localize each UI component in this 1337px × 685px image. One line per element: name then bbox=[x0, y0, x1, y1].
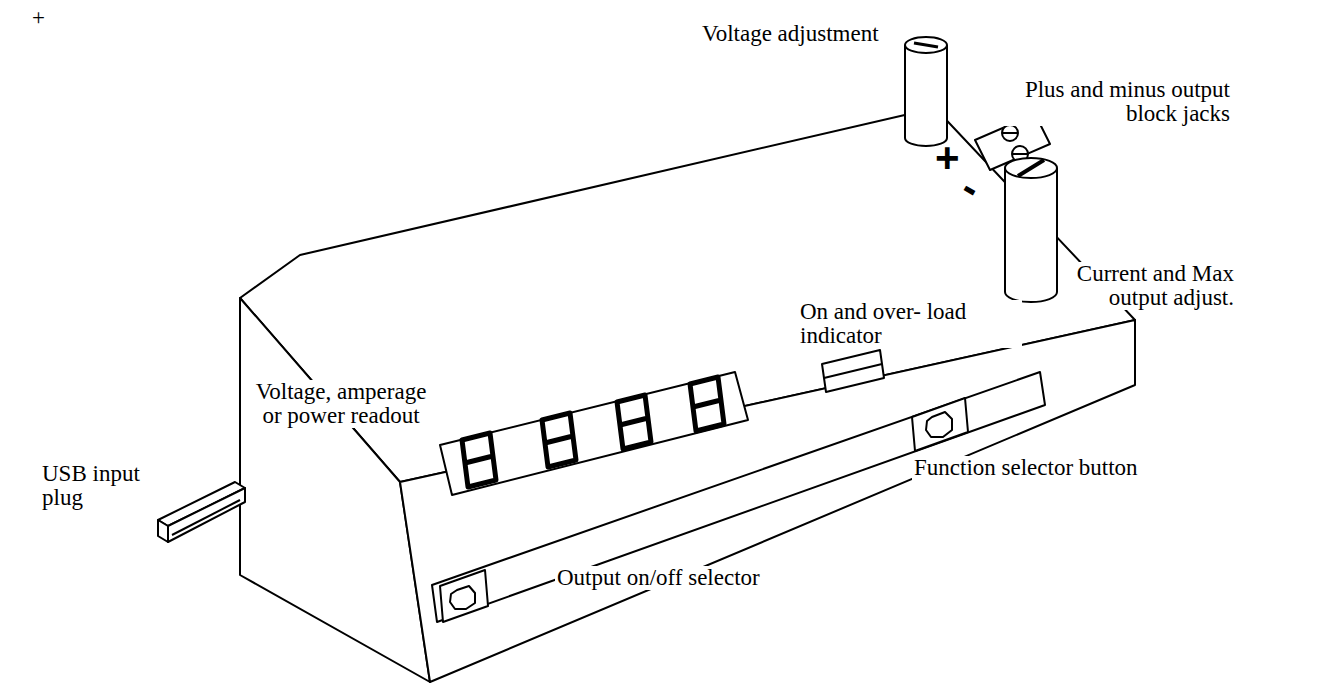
function-button-frame bbox=[912, 398, 968, 451]
output-button-frame bbox=[440, 570, 488, 622]
callout-label: Voltage adjustment bbox=[700, 22, 881, 46]
plus-jack-cross bbox=[1003, 132, 1017, 134]
usb-plug-front bbox=[168, 488, 245, 542]
housing-front bbox=[400, 320, 1135, 682]
function-button bbox=[926, 412, 952, 437]
output-button bbox=[450, 586, 475, 609]
current-knob-top bbox=[1005, 158, 1057, 178]
seven-segment-digits bbox=[462, 377, 724, 487]
polarity-mark: + bbox=[933, 136, 962, 180]
voltage-knob-slot bbox=[914, 43, 938, 47]
callout-label: On and over- load indicator bbox=[798, 300, 1022, 348]
voltage-knob-body bbox=[905, 45, 947, 146]
button-strip bbox=[432, 372, 1045, 622]
minus-jack-cross bbox=[1013, 153, 1027, 155]
callout-label: Function selector button bbox=[912, 456, 1140, 480]
usb-plug-line bbox=[172, 500, 240, 535]
display-panel bbox=[440, 372, 748, 495]
callout-label: Voltage, amperage or power readout bbox=[243, 380, 439, 428]
callout-label: Plus and minus output block jacks bbox=[996, 78, 1232, 126]
callout-label: Current and Max output adjust. bbox=[1062, 262, 1236, 310]
indicator-lamp bbox=[822, 350, 884, 392]
current-knob-body bbox=[1005, 168, 1057, 302]
indicator-split bbox=[824, 364, 882, 378]
callout-label: Output on/off selector bbox=[555, 566, 762, 590]
callout-label: USB input plug bbox=[40, 462, 156, 510]
voltage-knob-top bbox=[905, 37, 947, 53]
usb-plug-end bbox=[158, 520, 168, 542]
plus-jack bbox=[1002, 125, 1018, 141]
corner-mark: + bbox=[30, 6, 47, 30]
current-knob-slot bbox=[1018, 160, 1044, 176]
